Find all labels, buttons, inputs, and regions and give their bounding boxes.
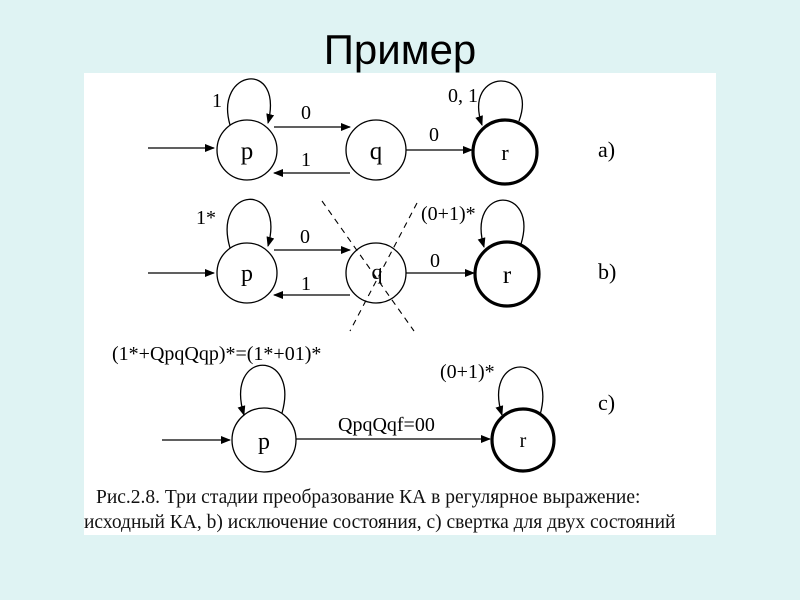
c-state-r-label: r	[520, 430, 527, 452]
b-edge-q-p-label: 1	[301, 273, 311, 295]
c-panel-label: c)	[598, 390, 615, 415]
a-loop-r-label: 0, 1	[448, 85, 478, 107]
c-loop-r	[495, 366, 544, 416]
b-loop-p-label: 1*	[196, 207, 216, 229]
b-state-q-label: q	[372, 259, 383, 284]
b-loop-r-label: (0+1)*	[421, 203, 476, 225]
diagram-b: p q r 1* 0 1 0 (0+1)* b)	[148, 198, 616, 332]
a-loop-r	[475, 80, 523, 126]
a-panel-label: a)	[598, 137, 615, 162]
b-state-r-label: r	[503, 262, 512, 289]
b-state-p-label: p	[241, 261, 253, 287]
figure-caption: Рис.2.8. Три стадии преобразование КА в …	[84, 485, 716, 535]
diagram-a: p q r 1 0 1 0 0, 1 a)	[148, 78, 615, 186]
figure: p q r 1 0 1 0 0, 1 a) p q	[84, 73, 716, 535]
a-state-p-label: p	[241, 138, 254, 165]
c-loop-r-label: (0+1)*	[440, 361, 495, 383]
b-loop-p	[226, 198, 275, 249]
a-loop-p-label: 1	[212, 90, 222, 112]
caption-line-1: Рис.2.8. Три стадии преобразование КА в …	[96, 487, 641, 508]
b-edge-p-q-label: 0	[300, 226, 310, 248]
c-edge-p-r-label: QpqQqf=00	[338, 414, 435, 436]
b-state-p	[216, 242, 278, 304]
c-loop-p-label: (1*+QpqQqp)*=(1*+01)*	[112, 343, 321, 365]
a-state-r-accepting	[471, 118, 539, 186]
b-state-r-accepting	[473, 240, 541, 308]
c-state-p-label: p	[258, 429, 270, 455]
a-edge-p-q-label: 0	[301, 102, 311, 124]
b-cross-line-2	[349, 202, 418, 332]
a-edge-q-p-label: 1	[301, 149, 311, 171]
c-state-p	[231, 407, 297, 473]
b-cross-line-1	[321, 200, 415, 332]
b-edge-q-r-label: 0	[430, 250, 440, 272]
a-state-p	[216, 119, 278, 181]
b-panel-label: b)	[598, 259, 616, 284]
caption-line-2: исходный КА, b) исключение состояния, c)…	[84, 512, 676, 533]
automaton-diagram: p q r 1 0 1 0 0, 1 a) p q	[112, 78, 616, 473]
c-loop-p	[237, 364, 286, 416]
a-state-q-label: q	[370, 138, 383, 165]
a-state-r-label: r	[501, 140, 509, 165]
slide-title: Пример	[323, 26, 477, 73]
b-loop-r	[477, 199, 525, 248]
a-loop-p	[227, 78, 275, 126]
diagram-c: (1*+QpqQqp)*=(1*+01)* p r QpqQqf=00 (0+1…	[112, 343, 615, 473]
a-edge-q-r-label: 0	[429, 124, 439, 146]
c-state-r-accepting	[490, 407, 556, 473]
